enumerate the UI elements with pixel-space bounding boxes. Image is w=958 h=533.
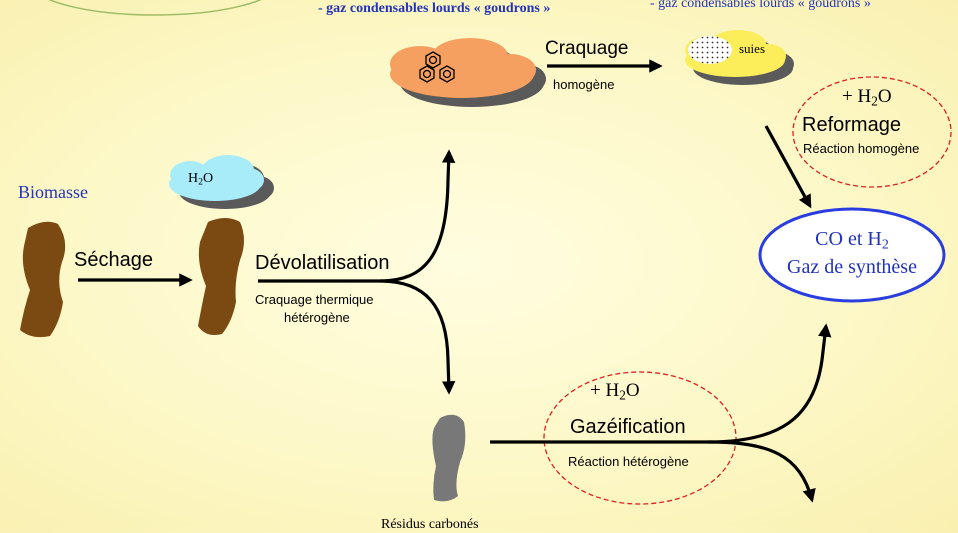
- sechage-label: Séchage: [74, 249, 153, 271]
- downward-fork-arrow: [379, 279, 456, 395]
- gazeification-water-label: + H2O: [590, 380, 640, 403]
- heterogene-label: hétérogène: [284, 310, 350, 325]
- top-bullet-right: - gaz condensables lourds « goudrons »: [650, 0, 871, 11]
- aromatic-rings-icon: [419, 51, 455, 83]
- char-shape: [432, 414, 466, 502]
- top-left-ellipse: [48, 0, 262, 16]
- h2o-cloud-label: H2O: [188, 171, 214, 188]
- syngas-ellipse: [758, 207, 946, 303]
- syngas-line1: CO et H2: [815, 228, 889, 253]
- gazeification-title: Gazéification: [570, 416, 686, 438]
- biomass-shape: [20, 221, 66, 338]
- suies-label: suies: [739, 41, 765, 56]
- water-cloud: [169, 155, 274, 209]
- soot-cloud: [685, 30, 794, 85]
- upward-fork-arrow: [379, 149, 456, 283]
- gazeification-dashed-circle: [543, 371, 737, 505]
- reformage-water-label: + H2O: [842, 86, 892, 109]
- devolatilisation-label: Dévolatilisation: [255, 252, 390, 274]
- gazeification-up-arrow: [707, 323, 832, 444]
- dried-biomass-shape: [198, 218, 244, 335]
- reformage-arrow: [764, 125, 812, 209]
- tar-cloud: [390, 38, 546, 107]
- bottom-cut-label: Résidus carbonés: [381, 517, 479, 532]
- reformage-subtitle: Réaction homogène: [803, 141, 920, 156]
- craquage-label: Craquage: [545, 38, 629, 59]
- gazeification-down-arrow: [707, 440, 816, 503]
- biomasse-label: Biomasse: [18, 182, 88, 202]
- syngas-line2: Gaz de synthèse: [787, 256, 917, 278]
- craquage-thermique-label: Craquage thermique: [255, 292, 374, 307]
- top-bullet-left: - gaz condensables lourds « goudrons »: [318, 1, 551, 16]
- gazeification-subtitle: Réaction hétérogène: [568, 454, 689, 469]
- reformage-title: Reformage: [802, 114, 901, 136]
- reformage-dashed-circle: [792, 76, 952, 188]
- homogene-label: homogène: [553, 77, 615, 92]
